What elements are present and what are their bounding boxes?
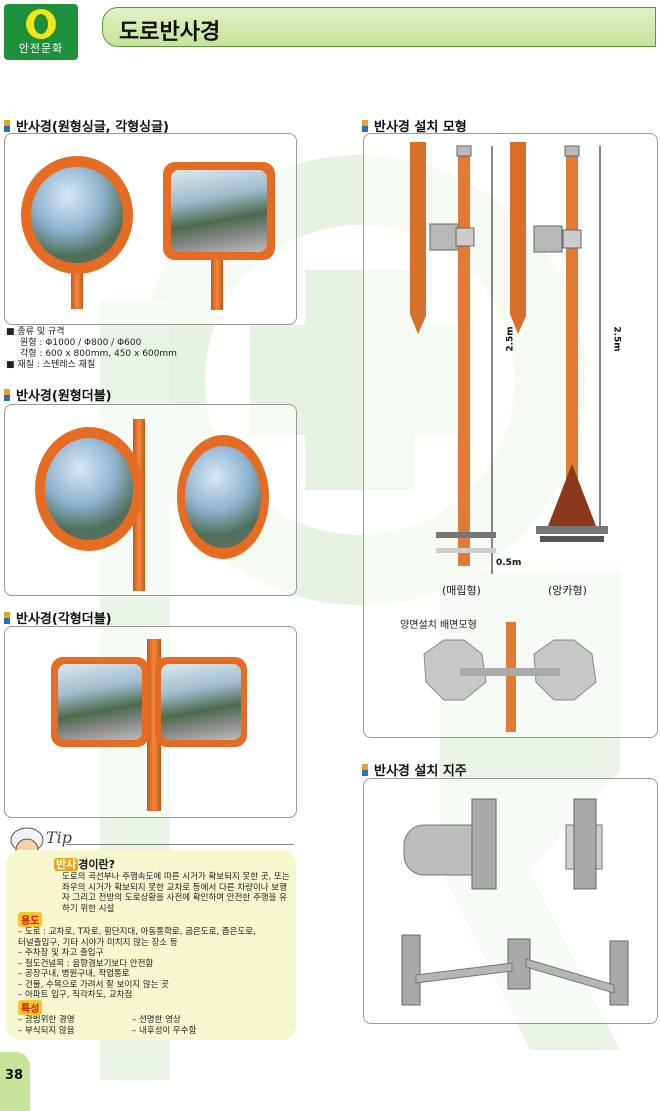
dim-height-buried: 2.5m (505, 326, 516, 352)
section-heading-install-model: 반사경 설치 모형 (362, 116, 467, 135)
tip-word: Tip (46, 828, 73, 847)
page-number: 38 (5, 1068, 24, 1083)
section-heading-install-pole: 반사경 설치 지주 (362, 760, 467, 779)
tip-divider (66, 844, 294, 845)
dim-depth: 0.5m (496, 558, 522, 568)
square-mirror (163, 162, 275, 260)
bullet-marker-icon (4, 611, 10, 624)
section-heading-single: 반사경(원형싱글, 각형싱글) (4, 116, 169, 135)
round-mirror-left (35, 427, 143, 551)
section-heading-square-double: 반사경(각형더블) (4, 608, 112, 627)
caption-anchor: (앙카형) (548, 584, 587, 597)
single-mirror-photo (4, 133, 297, 325)
square-mirror-right (155, 657, 247, 747)
title-bar: 도로반사경 (102, 7, 656, 47)
install-pole-photo (363, 778, 658, 1024)
bullet-marker-icon (362, 119, 368, 132)
bullet-marker-icon (4, 388, 10, 401)
bullet-marker-icon (4, 119, 10, 132)
logo-text: 안전문화 (18, 42, 64, 55)
feature-list-right: – 선명한 영상 – 내후성이 우수함 (132, 1015, 197, 1036)
square-mirror-left (51, 657, 149, 747)
caption-double-side: 양면설치 배면모형 (400, 620, 477, 631)
logo-emblem-icon (26, 9, 56, 39)
round-mirror-right (177, 435, 269, 559)
brand-logo: 안전문화 (4, 4, 78, 60)
pole (71, 264, 83, 309)
pole-parts-drawing (401, 798, 629, 1006)
feature-list-left: – 광범위한 경영 – 부식되지 않음 (18, 1015, 75, 1036)
square-double-photo (4, 626, 297, 818)
pole (211, 252, 223, 310)
bullet-marker-icon (362, 763, 368, 776)
tip-box (6, 850, 296, 1040)
page-title: 도로반사경 (119, 20, 221, 45)
spec-text: ■ 종류 및 규격 원형 : Φ1000 / Φ800 / Φ600 각형 : … (6, 327, 177, 370)
round-double-photo (4, 404, 297, 596)
install-model-diagram: 2.5m 2.5m 0.5m (매립형) (앙카형) 양면설치 배면모형 (363, 133, 658, 738)
caption-buried: (매립형) (442, 584, 481, 597)
feature-label: 특성 (18, 1000, 43, 1015)
dim-height-anchor: 2.5m (611, 326, 622, 352)
usage-label: 용도 (18, 912, 43, 927)
tip-definition: 도로의 곡선부나 주행속도에 따른 시거가 확보되지 못한 곳, 또는 좌우의 … (62, 872, 290, 914)
install-drawing (410, 142, 608, 732)
page-number-tab: 38 (0, 1052, 30, 1111)
round-mirror (21, 156, 133, 274)
section-heading-round-double: 반사경(원형더블) (4, 385, 112, 404)
usage-list: – 도로 : 교차로, T자로, 횡단지대, 아동통학로, 굽은도로, 좁은도로… (18, 927, 256, 1000)
